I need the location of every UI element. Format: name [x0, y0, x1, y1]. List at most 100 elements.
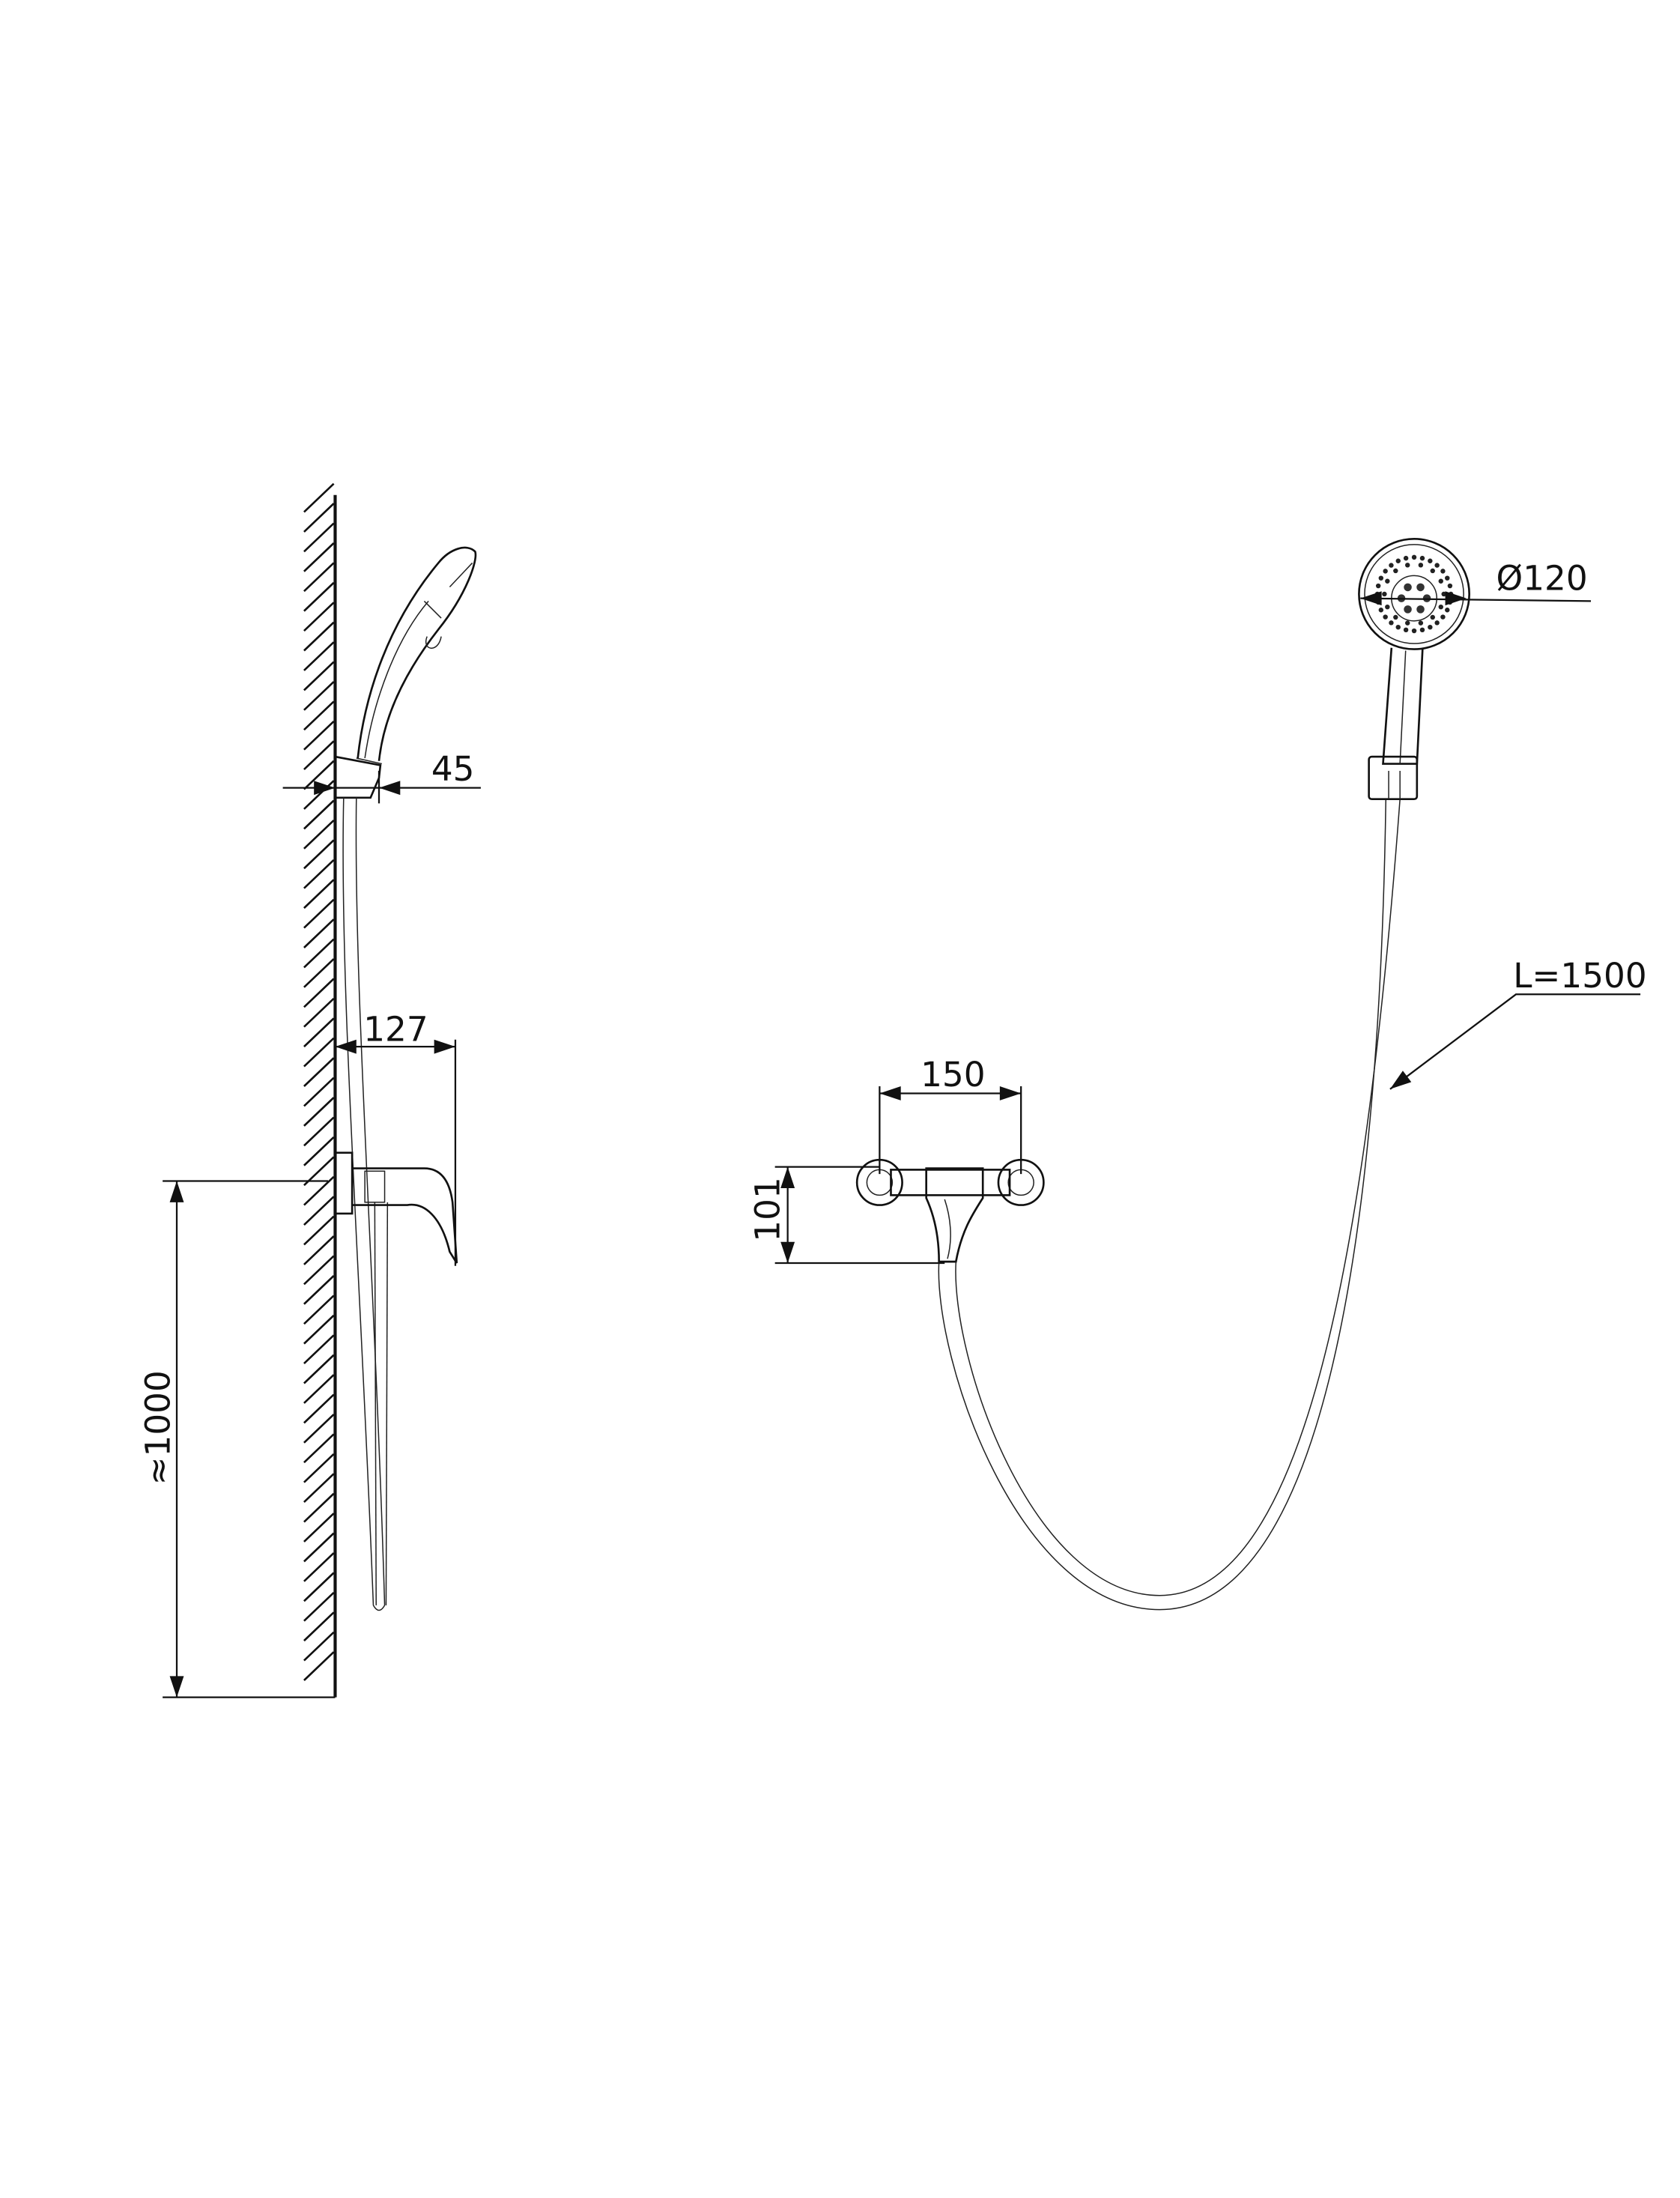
hose-length-leader: L=1500: [1389, 956, 1647, 1090]
nozzle: [1411, 628, 1417, 634]
nozzle: [1385, 604, 1390, 610]
nozzle: [1393, 614, 1398, 620]
dimension-150-label: 150: [921, 1055, 985, 1095]
hatch-line: [303, 799, 335, 830]
hatch-line: [303, 562, 335, 593]
hatch-line: [303, 978, 335, 1008]
hose-side: [342, 797, 389, 1611]
hatch-line: [303, 581, 335, 612]
nozzle: [1403, 627, 1409, 633]
nozzle: [1393, 568, 1398, 574]
hatch-line: [303, 482, 335, 513]
hatch-line: [303, 1175, 335, 1206]
hatch-line: [303, 1255, 335, 1286]
dimension-diameter-120: Ø120: [1360, 558, 1592, 606]
hatch-line: [303, 1295, 335, 1325]
nozzle: [1430, 568, 1435, 574]
hatch-line: [303, 1017, 335, 1048]
nozzle: [1382, 591, 1387, 597]
shower-holder-side: [335, 755, 382, 799]
hatch-line: [303, 820, 335, 850]
nozzle: [1441, 591, 1446, 597]
hatch-line: [303, 1374, 335, 1404]
hatch-line: [303, 859, 335, 889]
hatch-line: [303, 1453, 335, 1483]
nozzle: [1434, 620, 1440, 626]
hatch-line: [303, 542, 335, 572]
hatch-line: [303, 1414, 335, 1444]
nozzle: [1438, 578, 1443, 584]
nozzle: [1447, 583, 1453, 589]
dimension-diameter-120-label: Ø120: [1496, 558, 1588, 598]
hatch-line: [303, 879, 335, 909]
hatch-line: [303, 1037, 335, 1068]
hatch-line: [303, 522, 335, 553]
hatch-line: [303, 1591, 335, 1622]
hatch-line: [303, 1275, 335, 1305]
nozzle: [1411, 554, 1417, 560]
nozzle: [1378, 575, 1384, 581]
hatch-line: [303, 1136, 335, 1166]
hatch-line: [303, 958, 335, 988]
mixer-side: [334, 1151, 458, 1264]
hatch-line: [303, 1631, 335, 1662]
hatch-line: [303, 1057, 335, 1087]
hose-length-label: L=1500: [1513, 956, 1646, 996]
nozzle: [1395, 558, 1401, 563]
nozzle: [1440, 569, 1446, 574]
nozzle: [1383, 614, 1388, 620]
hatch-line: [303, 661, 335, 691]
hatch-line: [303, 720, 335, 751]
dimension-1000: ≈1000: [139, 1180, 336, 1698]
hatch-line: [303, 621, 335, 652]
nozzle: [1440, 614, 1446, 620]
nozzle: [1383, 569, 1388, 574]
hatch-line: [303, 1196, 335, 1226]
nozzle: [1428, 624, 1433, 630]
nozzle: [1405, 620, 1410, 626]
hatch-line: [303, 918, 335, 948]
nozzle: [1416, 605, 1425, 614]
hatch-line: [303, 740, 335, 771]
nozzle: [1434, 563, 1440, 568]
hose-front: [938, 799, 1401, 1611]
hatch-line: [303, 1513, 335, 1542]
hatch-line: [303, 681, 335, 711]
hatch-line: [303, 1651, 335, 1681]
nozzle: [1404, 605, 1412, 614]
hatch-line: [303, 1572, 335, 1602]
hatch-line: [303, 1552, 335, 1582]
hatch-line: [303, 997, 335, 1028]
dimension-101-label: 101: [747, 1177, 787, 1241]
nozzle: [1405, 563, 1410, 568]
hatch-line: [303, 1314, 335, 1345]
dimension-45-label: 45: [431, 749, 475, 789]
hatch-line: [303, 641, 335, 671]
nozzle: [1418, 620, 1424, 626]
hatch-line: [303, 1492, 335, 1523]
hatch-line: [303, 1077, 335, 1107]
hatch-line: [303, 1215, 335, 1246]
nozzle: [1430, 614, 1435, 620]
hand-shower-front: [1358, 538, 1470, 801]
nozzle: [1419, 555, 1425, 561]
hatch-line: [303, 602, 335, 632]
nozzle: [1403, 555, 1409, 561]
dimension-101: 101: [747, 1166, 945, 1265]
dimension-45: 45: [282, 749, 481, 804]
hatch-line: [303, 938, 335, 969]
nozzle: [1445, 575, 1450, 581]
nozzle: [1389, 563, 1394, 568]
nozzle: [1416, 583, 1425, 592]
nozzle: [1389, 620, 1394, 626]
nozzle: [1419, 627, 1425, 633]
hatch-line: [303, 503, 335, 533]
nozzle: [1385, 578, 1390, 584]
hatch-line: [303, 700, 335, 731]
nozzle: [1418, 563, 1424, 568]
nozzle: [1375, 583, 1381, 589]
nozzle: [1428, 558, 1433, 563]
wall: [303, 482, 337, 1698]
hatch-line: [303, 780, 335, 810]
